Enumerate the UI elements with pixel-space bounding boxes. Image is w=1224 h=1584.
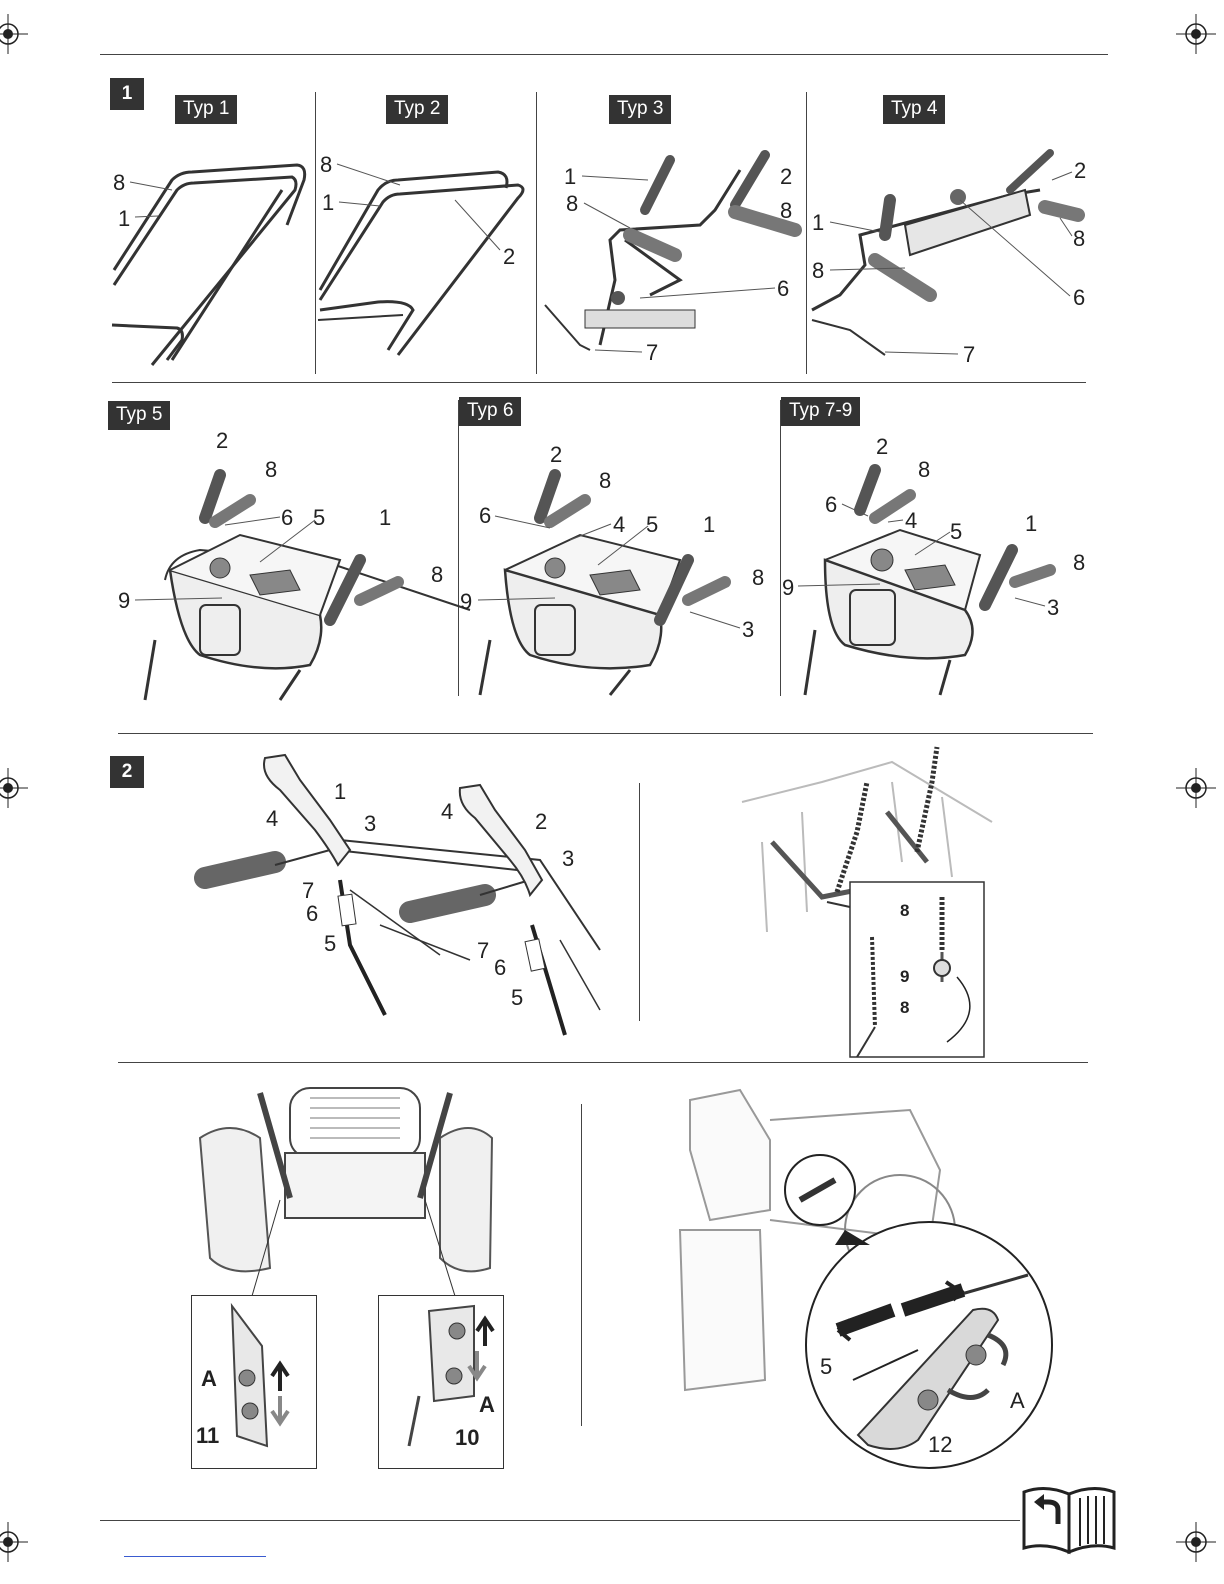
footer-link-underline [124,1556,266,1557]
figure-3-callout-a-circle: A [1010,1390,1025,1412]
figure-3-callout-5: 5 [820,1356,832,1378]
figure-3-callout-12: 12 [928,1434,952,1456]
manual-book-icon [1020,1482,1118,1554]
registration-mark-bottom-right [1176,1522,1216,1562]
footer-rule [100,1520,1020,1521]
figure-3-callout-11: 11 [196,1425,219,1447]
registration-mark-bottom-left [0,1522,28,1562]
figure-3-callout-10: 10 [455,1427,479,1449]
figure-3-zoom-pointer [0,0,1224,1400]
